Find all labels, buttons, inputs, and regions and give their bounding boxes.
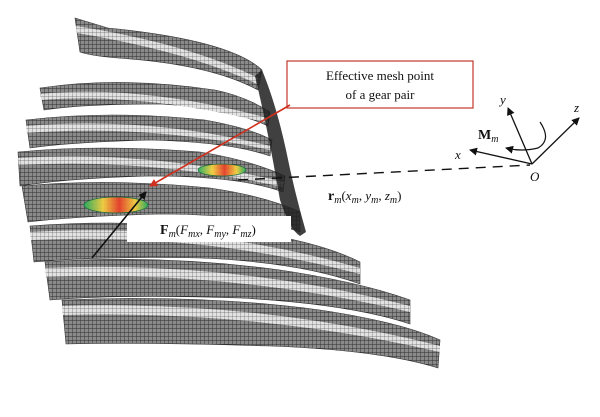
force-label: Fm(Fmx, Fmy, Fmz)	[160, 222, 256, 240]
gear-tooth-1-rim	[76, 26, 258, 84]
position-vector	[237, 164, 531, 181]
force-label-box: Fm(Fmx, Fmy, Fmz)	[127, 216, 291, 242]
gear-tooth-8-rim	[62, 305, 440, 352]
coordinate-axes: x y z O Mm	[454, 92, 580, 184]
gear-flank-shadow	[255, 70, 306, 236]
y-axis-label: y	[498, 92, 506, 107]
moment-label: Mm	[478, 128, 498, 145]
origin-label: O	[530, 169, 540, 184]
callout-line-1: Effective mesh point	[326, 68, 434, 83]
gear-tooth-8	[61, 298, 441, 369]
contact-pattern-lower	[83, 196, 149, 214]
force-arrow	[91, 191, 147, 259]
x-axis-label: x	[454, 147, 461, 162]
callout-line-2: of a gear pair	[346, 87, 416, 102]
z-axis-arrow	[531, 117, 580, 165]
z-axis-label: z	[573, 100, 579, 115]
callout-box: Effective mesh point of a gear pair	[286, 60, 474, 109]
position-label: rm(xm, ym, zm)	[328, 188, 401, 206]
x-axis-arrow	[469, 147, 533, 165]
y-axis-arrow	[507, 107, 533, 165]
moment-arc-arrow	[505, 121, 547, 154]
gear-tooth-7-rim	[45, 266, 410, 312]
gear-tooth-2-rim	[40, 91, 268, 123]
callout-arrow	[149, 104, 291, 187]
gear-tooth-1	[74, 17, 263, 91]
contact-pattern-upper	[197, 163, 247, 177]
gear-tooth-3-rim	[26, 123, 270, 150]
